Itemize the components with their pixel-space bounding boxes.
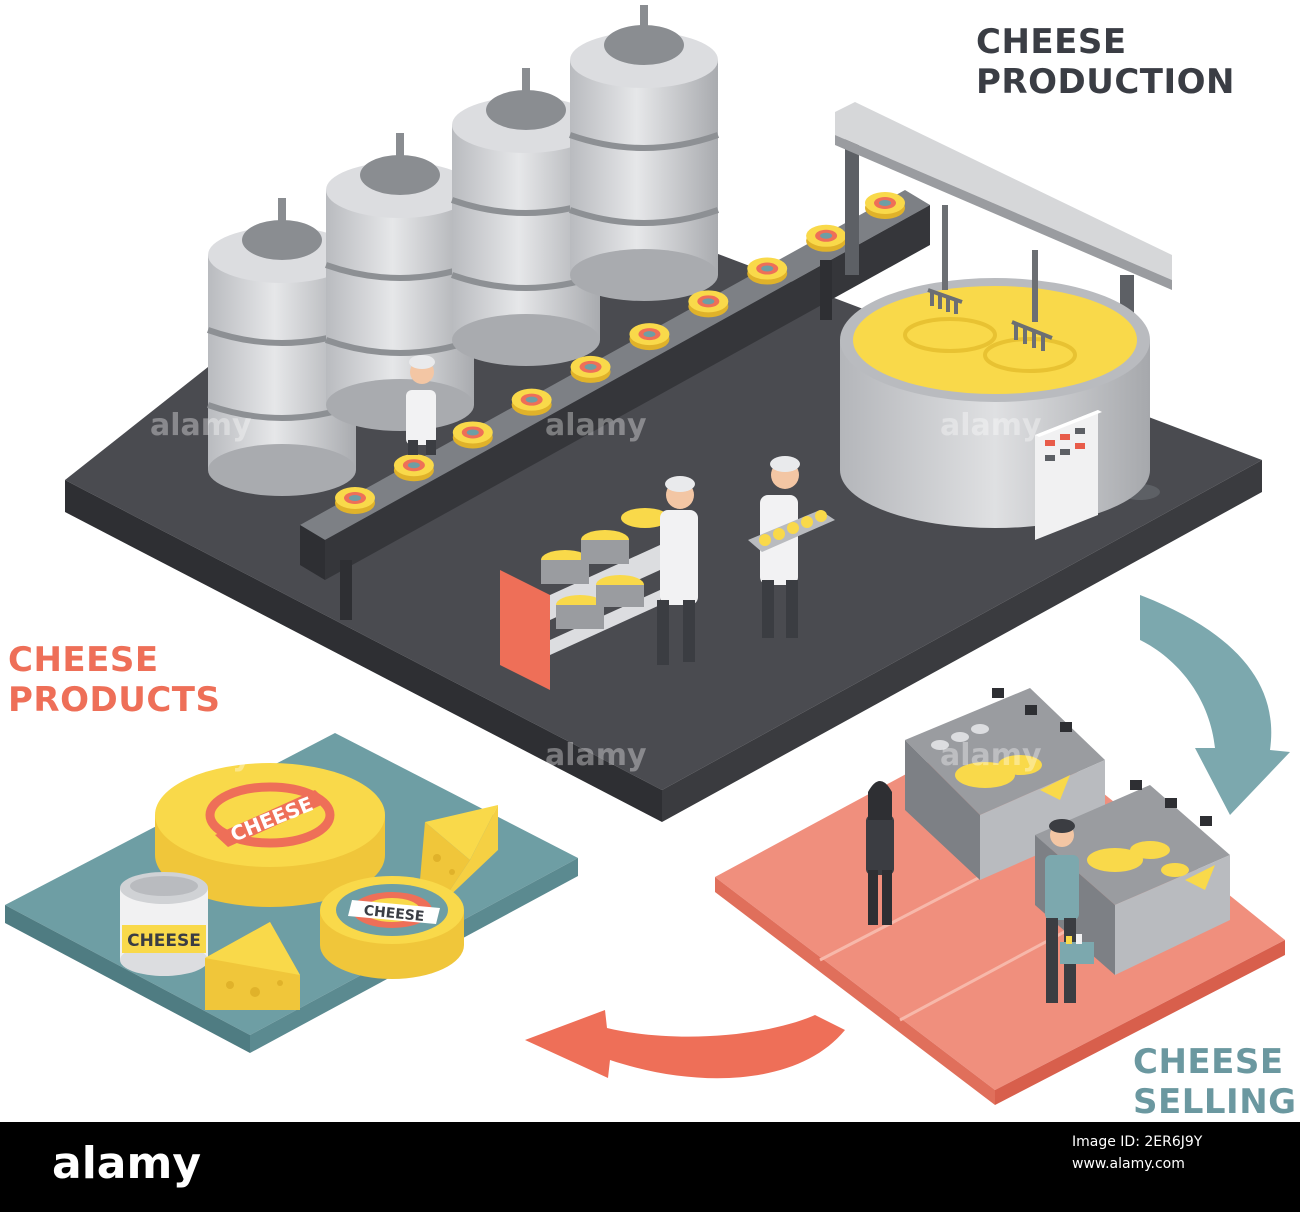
watermark-text: alamy <box>545 408 647 443</box>
cheese-selling-label-line1: CHEESE <box>1133 1042 1284 1082</box>
conveyor-cheese-wheel <box>865 192 905 219</box>
worker-with-tray <box>748 456 835 638</box>
stock-footer-bar: alamy Image ID: 2ER6J9Y www.alamy.com <box>0 1122 1300 1212</box>
watermark-text: alamy <box>545 738 647 773</box>
conveyor-cheese-wheel <box>452 421 493 449</box>
watermark-text: alamy <box>940 738 1042 773</box>
cheese-products-label-line2: PRODUCTS <box>8 680 221 720</box>
round-cheese-box: CHEESE <box>320 876 464 979</box>
watermark-text: alamy <box>150 738 252 773</box>
watermark-layer: alamy alamy alamy alamy alamy alamy <box>150 408 1042 773</box>
customer-man-with-basket <box>1045 819 1094 1003</box>
footer-url[interactable]: www.alamy.com <box>1072 1156 1185 1172</box>
cheese-production-label-line2: PRODUCTION <box>976 62 1235 102</box>
selling-platform <box>715 718 1285 1105</box>
cheese-wheels-on-conveyor <box>335 192 905 514</box>
conveyor-cheese-wheel <box>335 487 375 514</box>
storage-tanks <box>207 5 719 496</box>
conveyor-cheese-wheel <box>393 454 434 482</box>
cheese-jar: CHEESE <box>120 872 208 976</box>
conveyor-cheese-wheel <box>629 323 670 351</box>
customer-woman <box>866 781 894 925</box>
worker-at-conveyor <box>406 355 436 455</box>
cheese-products-label-line1: CHEESE <box>8 640 159 680</box>
cheese-production-label: CHEESE PRODUCTION <box>976 22 1235 102</box>
gantry-beam <box>835 102 1172 280</box>
production-floor-left-edge <box>65 480 662 822</box>
conveyor-cheese-wheel <box>511 388 552 416</box>
storage-tank <box>569 5 719 301</box>
production-floor-right-edge <box>662 460 1262 822</box>
arrow-production-to-selling[interactable] <box>1140 595 1290 815</box>
cheese-products-label: CHEESE PRODUCTS <box>8 640 220 720</box>
footer-logo: alamy <box>52 1138 201 1189</box>
watermark-text: alamy <box>150 408 252 443</box>
storage-tank <box>325 133 475 431</box>
round-box-label: CHEESE <box>363 903 425 925</box>
cheese-selling-label-line2: SELLING <box>1133 1082 1297 1122</box>
arrow-selling-to-products[interactable] <box>525 1010 845 1079</box>
conveyor-cheese-wheel <box>806 224 847 252</box>
mixing-vat <box>835 102 1172 540</box>
display-counter-back <box>905 688 1105 880</box>
conveyor-cheese-wheel <box>688 290 729 318</box>
big-cheese-wheel: CHEESE <box>155 763 385 907</box>
control-panel[interactable] <box>1035 410 1102 540</box>
cheese-production-label-line1: CHEESE <box>976 22 1127 62</box>
cheese-selling-label: CHEESE SELLING <box>1133 1042 1297 1122</box>
footer-image-id: Image ID: 2ER6J9Y <box>1072 1134 1203 1150</box>
watermark-text: alamy <box>940 408 1042 443</box>
conveyor-cheese-wheel <box>747 257 788 285</box>
cheese-block <box>205 922 300 1010</box>
conveyor-cheese-wheel <box>570 355 611 383</box>
jar-label: CHEESE <box>127 931 201 951</box>
worker-at-rack <box>657 476 698 665</box>
cheese-rack <box>500 508 669 690</box>
